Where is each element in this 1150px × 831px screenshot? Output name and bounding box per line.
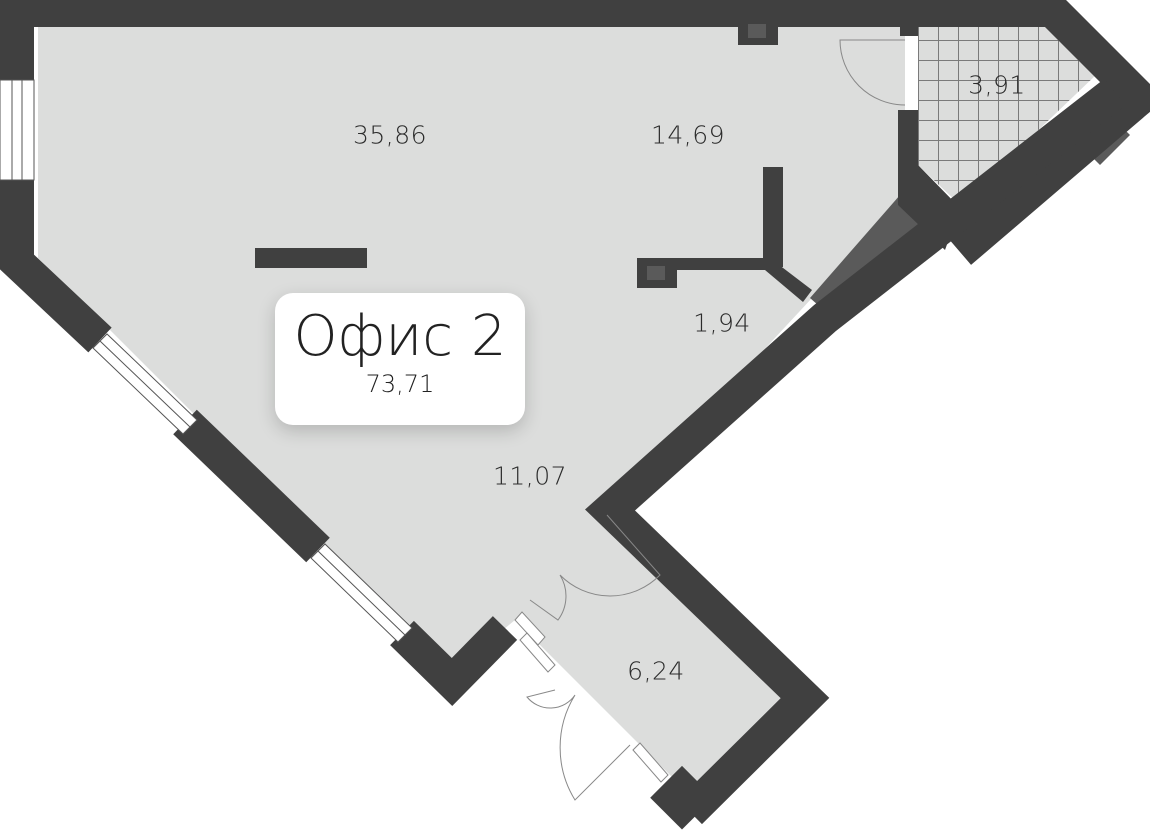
room-area-upper-right: 14,69: [650, 120, 726, 150]
column-inner: [748, 24, 766, 38]
bathroom-walls: [898, 18, 960, 250]
door-entrance: [526, 689, 631, 801]
door-bathroom: [839, 39, 906, 106]
door-vestibule: [529, 514, 661, 621]
room-area-main-hall: 35,86: [352, 120, 428, 150]
room-area-corridor: 1,94: [693, 308, 751, 338]
office-title: Офис 2: [293, 304, 507, 369]
window-left: [0, 79, 35, 181]
office-label-card[interactable]: Офис 2 73,71: [275, 293, 525, 425]
interior-walls: [255, 18, 812, 302]
room-area-vestibule: 6,24: [627, 656, 685, 686]
column-inner: [647, 266, 665, 280]
windows: [0, 79, 413, 643]
doors[interactable]: [514, 39, 906, 801]
room-area-central: 11,07: [492, 461, 568, 491]
bathroom-tile-floor: [918, 20, 1098, 205]
room-area-bathroom: 3,91: [968, 70, 1026, 100]
office-total-area: 73,71: [365, 370, 435, 398]
wall-end-piece: [650, 765, 714, 830]
